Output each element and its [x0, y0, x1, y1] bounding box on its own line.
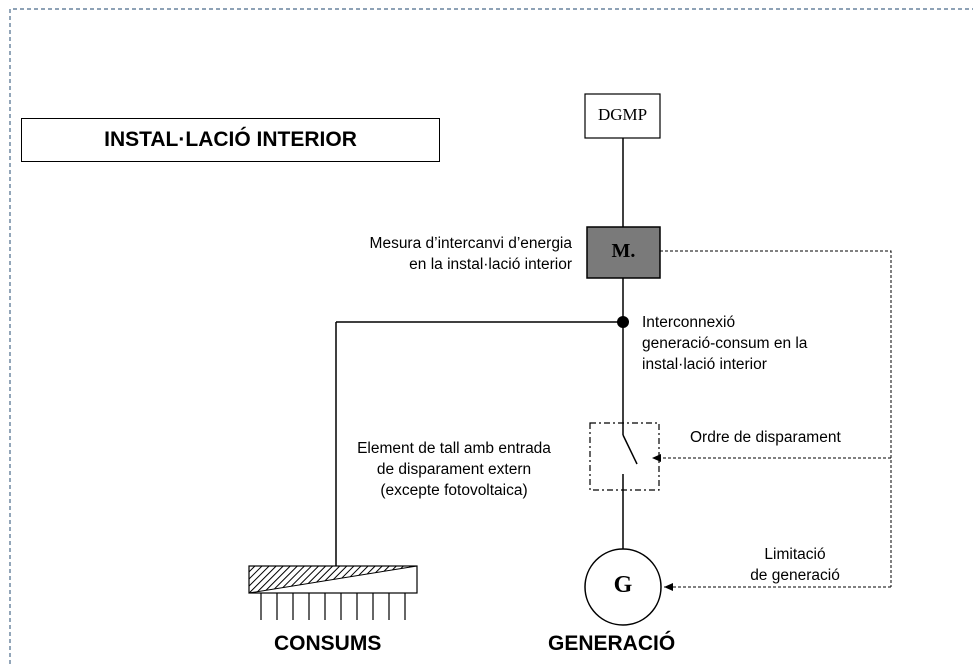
dgmp-label: DGMP: [597, 105, 648, 124]
generacio-label: GENERACIÓ: [548, 632, 676, 655]
switch-caption-line2: de disparament extern: [376, 461, 532, 478]
generation-limit-line2: de generació: [750, 567, 840, 584]
generator-label: G: [613, 572, 633, 598]
consums-label: CONSUMS: [274, 632, 382, 655]
section-title: INSTAL·LACIÓ INTERIOR: [21, 118, 440, 162]
control-line-main: [660, 250, 892, 587]
switch-blade: [622, 434, 638, 465]
switch-box: [589, 422, 660, 491]
switch-caption: Element de tall amb entrada de disparame…: [338, 438, 570, 501]
interconnection-caption-line3: instal·lació interior: [642, 356, 767, 373]
meter-caption: Mesura d’intercanvi d’energia en la inst…: [300, 233, 572, 275]
consums-legs: [260, 593, 406, 620]
generation-limit-label: Limitació de generació: [735, 544, 855, 586]
meter-label: M.: [611, 240, 636, 262]
interconnection-caption-line2: generació-consum en la: [642, 335, 808, 352]
trip-order-label: Ordre de disparament: [690, 429, 841, 446]
interconnection-caption-line1: Interconnexió: [642, 314, 736, 331]
switch-caption-line3: (excepte fotovoltaica): [380, 482, 528, 499]
meter-caption-line1: Mesura d’intercanvi d’energia: [369, 235, 572, 252]
consums-hatch: [248, 565, 418, 594]
interconnection-caption: Interconnexió generació-consum en la ins…: [642, 312, 807, 375]
switch-caption-line1: Element de tall amb entrada: [357, 440, 551, 457]
meter-caption-line2: en la instal·lació interior: [409, 256, 572, 273]
outer-frame: [9, 8, 973, 664]
meter-box: [586, 226, 661, 279]
generator-circle: [584, 548, 662, 626]
generation-limit-line1: Limitació: [764, 546, 826, 563]
